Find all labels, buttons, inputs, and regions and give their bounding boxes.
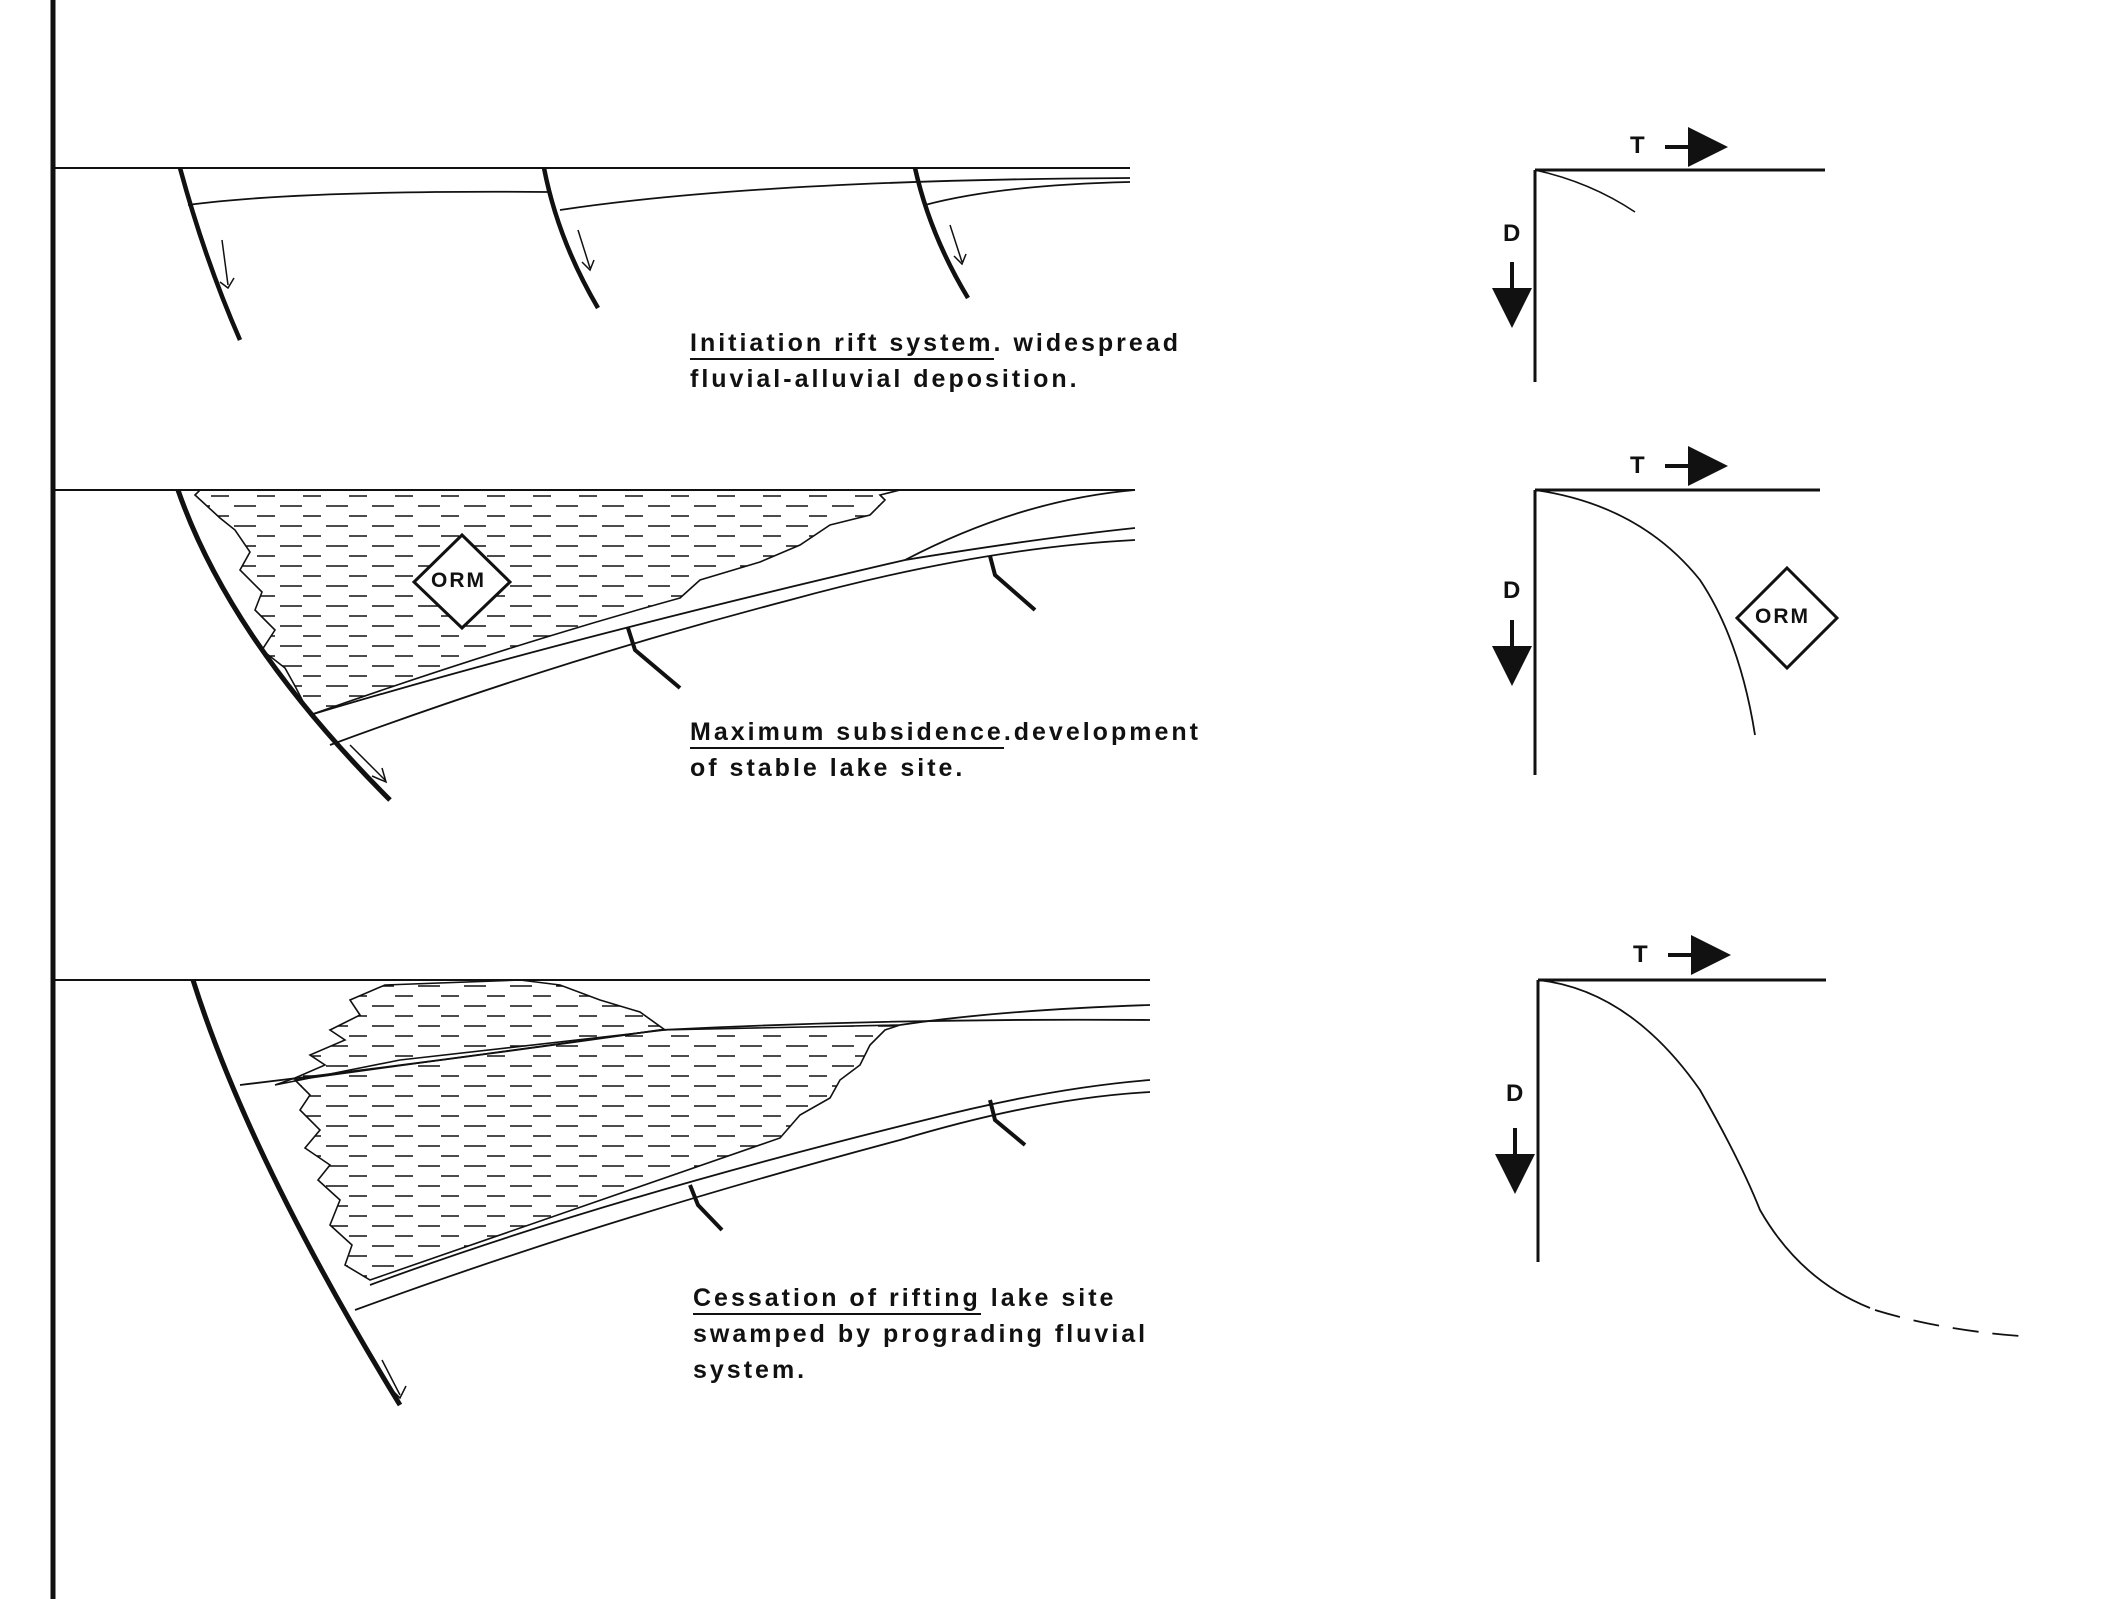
graph-2-t-label: T — [1630, 452, 1645, 479]
stage-2-caption-rest: .development — [1003, 718, 1201, 746]
stage-1-fault-2 — [541, 167, 600, 310]
stage-1-caption-rest: . widespread — [993, 329, 1181, 357]
stage-2-caption: Maximum subsidence.development of stable… — [690, 714, 1201, 786]
stage-3-caption: Cessation of rifting lake site swamped b… — [693, 1280, 1148, 1388]
stage-3-fault-small-1 — [688, 1184, 724, 1232]
graph-3-curve — [1537, 979, 1871, 1309]
stage-2-orm-marker — [411, 532, 513, 631]
stage-3-master-fault — [190, 979, 403, 1407]
stage-1-caption-line2: fluvial-alluvial deposition. — [690, 365, 1080, 393]
stage-3-cross-section — [53, 979, 1151, 1407]
stage-3-slip-arrow — [381, 1359, 407, 1400]
graph-3-curve-dashed — [1874, 1309, 2021, 1337]
graph-3 — [1495, 935, 2021, 1337]
stage-1-fault-1 — [177, 167, 243, 341]
stage-3-fault-small-2 — [988, 1099, 1027, 1147]
graph-1-d-label: D — [1503, 220, 1521, 247]
stage-1-fault-3 — [912, 167, 970, 300]
graph-2 — [1492, 446, 1840, 775]
graph-3-d-label: D — [1506, 1080, 1524, 1107]
stage-1-caption-title: Initiation rift system — [690, 329, 994, 360]
stage-3-upper-lake-fill — [274, 979, 668, 1086]
stage-1-slip-arrow-2 — [577, 229, 595, 272]
graph-1-curve — [1534, 169, 1636, 213]
stage-3-caption-rest: lake site — [980, 1284, 1117, 1312]
stage-2-lake-fill — [193, 489, 901, 716]
stage-2-cross-section — [53, 489, 1136, 802]
stage-1-cross-section — [53, 167, 1131, 341]
stage-1-slip-arrow-3 — [949, 224, 967, 266]
graph-2-orm-marker — [1734, 565, 1840, 671]
graph-2-curve — [1534, 489, 1756, 736]
stage-2-orm-label: ORM — [431, 569, 486, 592]
graph-2-d-label: D — [1503, 577, 1521, 604]
graph-1-t-label: T — [1630, 132, 1645, 159]
stage-1-caption: Initiation rift system. widespread fluvi… — [690, 325, 1181, 397]
stage-2-caption-title: Maximum subsidence — [690, 718, 1004, 749]
stage-3-caption-title: Cessation of rifting — [693, 1284, 981, 1315]
stage-3-lower-lake-fill — [293, 1024, 901, 1281]
graph-1 — [1492, 127, 1825, 382]
stage-2-master-fault — [175, 489, 392, 802]
stage-2-fault-small-1 — [626, 627, 682, 690]
stage-2-fault-small-2 — [988, 555, 1037, 612]
stage-1-slip-arrow-1 — [219, 239, 235, 290]
stage-3-caption-line2: swamped by prograding fluvial — [693, 1320, 1149, 1348]
stage-2-slip-arrow — [349, 744, 388, 784]
graph-2-orm-label: ORM — [1755, 605, 1810, 628]
stage-2-caption-line2: of stable lake site. — [690, 754, 966, 782]
stage-3-caption-line3: system. — [693, 1356, 808, 1384]
graph-3-t-label: T — [1633, 941, 1648, 968]
stage-1-base-horizon — [187, 190, 551, 206]
